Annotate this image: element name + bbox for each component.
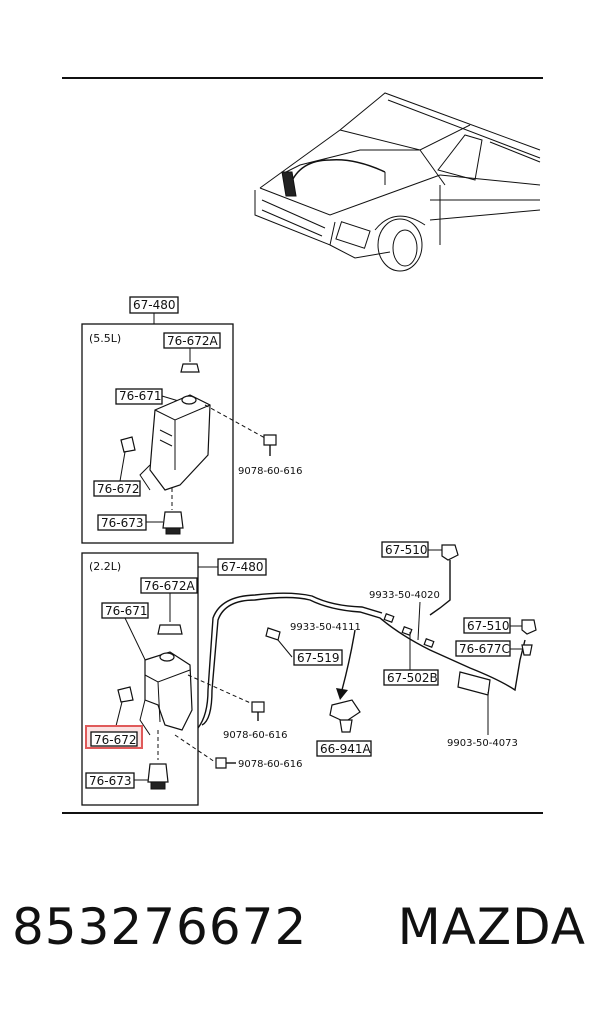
brand-name: MAZDA	[397, 898, 586, 956]
label-bolt-lower-a: 9078-60-616	[223, 730, 287, 741]
vehicle-illustration	[254, 92, 541, 272]
label-nozzle-right: 67-510	[467, 619, 510, 633]
label-nozzle-top: 67-510	[385, 543, 428, 557]
label-hose-top: 9933-50-4020	[369, 590, 440, 601]
label-group-upper: 67-480	[133, 298, 176, 312]
label-group-lower: 67-480	[221, 560, 264, 574]
label-grommet-upper: 76-672	[97, 482, 140, 496]
label-clip: 66-941A	[320, 742, 372, 756]
label-grommet-lower: 76-672	[94, 733, 137, 747]
label-pump-lower: 76-673	[89, 774, 132, 788]
label-bolt-lower-b: 9078-60-616	[238, 759, 302, 770]
label-cap-upper: 76-672A	[167, 334, 219, 348]
part-number: 853276672	[12, 898, 308, 956]
label-cap-lower: 76-672A	[144, 579, 196, 593]
label-hose-right: 9903-50-4073	[447, 738, 518, 749]
label-bolt-upper: 9078-60-616	[238, 466, 302, 477]
hose-routing: 67-510 9933-50-4020 9933-50-4111 67-519 …	[197, 541, 537, 757]
label-valve: 76-677C	[459, 642, 510, 656]
label-pump-upper: 76-673	[101, 516, 144, 530]
label-hose-assy: 67-502B	[387, 671, 438, 685]
footer: 853276672 MAZDA	[0, 898, 600, 978]
label-tank-upper: 76-671	[119, 389, 162, 403]
lower-panel: (2.2L) 67-480 76-672A 76-671 9078-60-616…	[81, 552, 302, 806]
upper-panel: (5.5L) 67-480 76-672A 76-671 9078-60-616	[81, 296, 302, 544]
label-tank-lower: 76-671	[105, 604, 148, 618]
label-connector: 67-519	[297, 651, 340, 665]
variant-lower: (2.2L)	[89, 560, 121, 573]
label-hose-mid: 9933-50-4111	[290, 622, 361, 633]
variant-upper: (5.5L)	[89, 332, 121, 345]
